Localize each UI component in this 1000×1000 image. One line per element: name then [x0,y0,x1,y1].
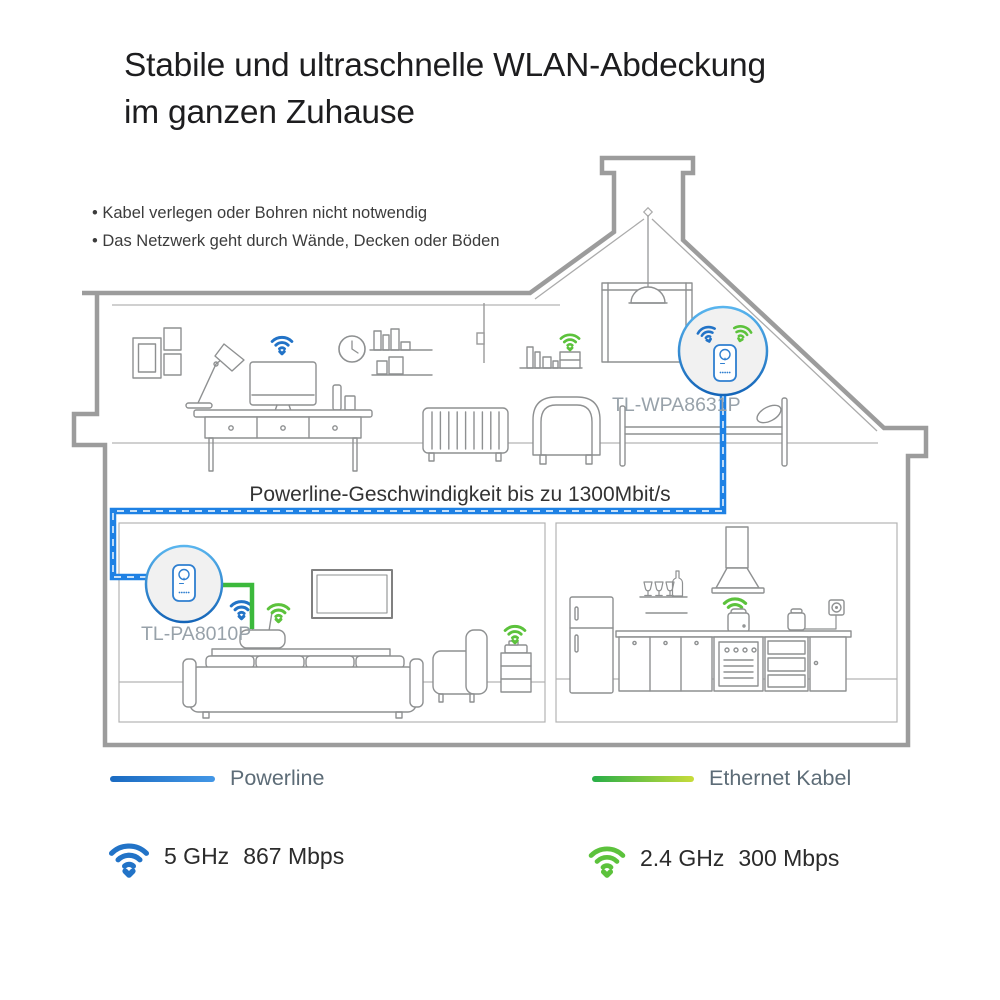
roof-inner-lines [534,218,878,432]
powerline-note: Powerline-Geschwindigkeit bis zu 1300Mbi… [249,483,670,506]
wifi-icon-5ghz [106,833,152,879]
extractor-hood [711,526,765,594]
side-cabinet [500,640,532,693]
band-24ghz: 2.4 GHz 300 Mbps [586,837,839,879]
legend-powerline-label: Powerline [230,766,325,790]
sofa [182,648,424,719]
title-line-2: im ganzen Zuhause [124,94,415,131]
armchair-attic [532,396,601,465]
adapter-wpa8631p [677,305,769,397]
computer-monitor [249,361,317,413]
sideboard [193,384,373,472]
partition-wall [476,303,485,363]
band-24ghz-text: 2.4 GHz 300 Mbps [640,845,839,872]
kettle [787,608,837,631]
title-line-1: Stabile und ultraschnelle WLAN-Abdeckung [124,47,766,84]
wifi-icon-side-cabinet [503,624,527,645]
legend-ethernet: Ethernet Kabel [592,766,851,791]
band-label: 5 GHz [164,842,230,869]
device-label-wpa8631p: TL-WPA8631P [612,394,741,416]
feature-item: Kabel verlegen oder Bohren nicht notwend… [92,200,500,228]
wifi-icon-monitor [270,335,294,356]
desk-lamp [185,343,245,409]
powerline-adapter-icon [713,344,737,382]
powerline-cable [109,395,727,581]
band-5ghz-text: 5 GHz 867 Mbps [164,843,344,870]
armchair-living [432,629,488,703]
band-5ghz: 5 GHz 867 Mbps [106,833,344,879]
kitchen-cabinets [618,636,713,692]
glass-shelf [639,570,688,614]
tv [311,569,393,619]
feature-item: Das Netzwerk geht durch Wände, Decken od… [92,228,499,256]
house-outline [71,155,929,748]
kitchen-counter [615,630,852,638]
ethernet-cable [222,582,255,629]
outer-walls-and-roof [71,155,929,748]
kitchen-end-cabinet [809,636,847,692]
kitchen-room [555,522,898,723]
oven [713,636,764,692]
wifi-icon-attic-shelf [559,333,581,352]
feature-list: Kabel verlegen oder Bohren nicht notwend… [92,200,500,256]
wifi-icon-router-5ghz [229,600,254,621]
legend-powerline: Powerline [110,766,324,791]
band-speed: 300 Mbps [738,844,840,871]
band-label: 2.4 GHz [640,844,725,871]
wifi-icon-24ghz [586,837,628,879]
legend-ethernet-label: Ethernet Kabel [709,766,852,790]
adapter-pa8010p [144,544,224,624]
band-speed: 867 Mbps [243,842,345,869]
power-outlet [828,599,845,616]
toaster [727,608,750,633]
wall-shelves [369,328,433,376]
pendant-lamp [628,215,668,304]
lower-left-room [118,522,546,723]
bed [619,397,788,467]
fridge [569,596,614,694]
page-title: Stabile und ultraschnelle WLAN-Abdeckung… [124,42,954,136]
wall-clock [338,335,366,363]
roof-apex-hook [642,206,654,218]
powerline-color-swatch [110,775,215,782]
device-label-pa8010p: TL-PA8010P [141,623,251,645]
radiator [422,407,509,462]
powerline-adapter-icon [172,564,196,602]
ethernet-color-swatch [592,775,694,782]
picture-frames [132,327,182,379]
attic-shelf [519,346,583,369]
kitchen-drawers [764,636,809,692]
